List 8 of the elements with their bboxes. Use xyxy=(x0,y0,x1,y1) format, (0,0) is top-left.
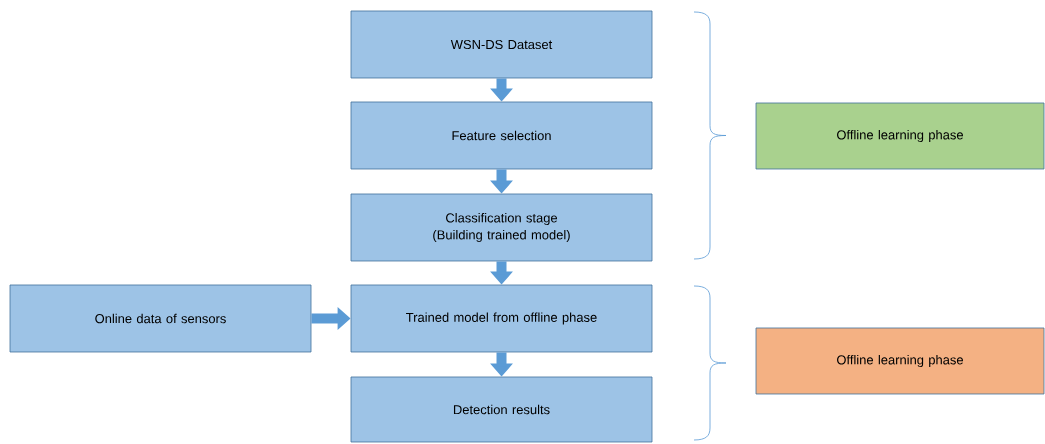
process-box: Online data of sensors xyxy=(9,284,312,353)
process-box: WSN-DS Dataset xyxy=(350,10,653,79)
phase-box: Offline learning phase xyxy=(755,102,1045,170)
process-box: Trained model from offline phase xyxy=(350,284,653,353)
process-box: Feature selection xyxy=(350,101,653,170)
phase-box: Offline learning phase xyxy=(755,327,1045,395)
process-box: Detection results xyxy=(350,376,653,443)
process-box: Classification stage (Building trained model) xyxy=(350,193,653,262)
